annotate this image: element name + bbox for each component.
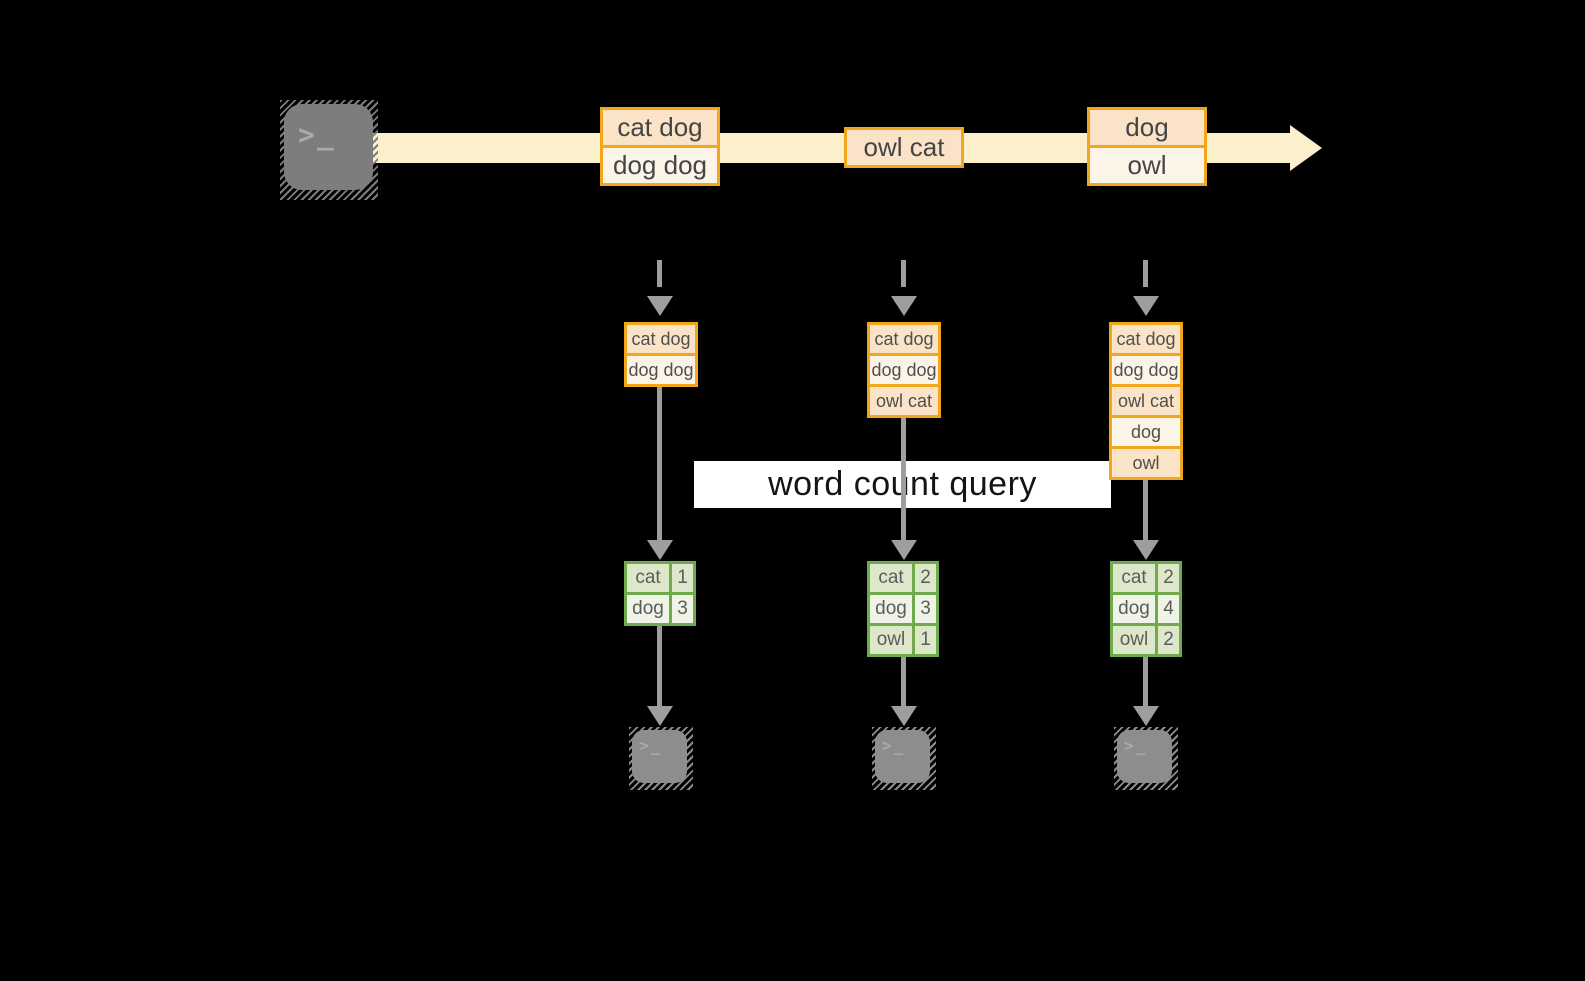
state-row: cat dog (1109, 322, 1183, 356)
sink-arrowhead-col1-icon (647, 706, 673, 726)
batch-row: owl cat (844, 127, 964, 168)
terminal-body (284, 104, 373, 190)
state-row: dog dog (1109, 353, 1183, 387)
dashed-arrowhead-col3-icon (1133, 296, 1159, 316)
dashed-arrowhead-col1-icon (647, 296, 673, 316)
result-row: owl 1 (867, 623, 939, 657)
state-row: dog dog (867, 353, 941, 387)
result-word: cat (867, 561, 915, 595)
result-word: owl (1110, 623, 1158, 657)
stream-batch-2: owl cat (844, 127, 964, 168)
result-count: 4 (1155, 592, 1182, 626)
dashed-arrow-col3 (1143, 260, 1148, 287)
sink-arrowhead-col3-icon (1133, 706, 1159, 726)
state-row: owl cat (867, 384, 941, 418)
sink-arrow-col1 (657, 626, 662, 706)
result-row: cat 2 (1110, 561, 1182, 595)
stream-batch-1: cat dog dog dog (600, 107, 720, 186)
batch-row: dog (1087, 107, 1207, 148)
result-count: 2 (912, 561, 939, 595)
result-table-t3: cat 2 dog 4 owl 2 (1110, 561, 1182, 657)
result-word: dog (867, 592, 915, 626)
result-row: dog 3 (624, 592, 696, 626)
result-row: dog 3 (867, 592, 939, 626)
state-stack-t3: cat dog dog dog owl cat dog owl (1109, 322, 1183, 480)
stream-batch-3: dog owl (1087, 107, 1207, 186)
result-count: 2 (1155, 561, 1182, 595)
query-arrowhead-col2-icon (891, 540, 917, 560)
state-stack-t1: cat dog dog dog (624, 322, 698, 387)
sink-terminal-icon-2: >_ (872, 727, 936, 790)
result-table-t2: cat 2 dog 3 owl 1 (867, 561, 939, 657)
result-count: 2 (1155, 623, 1182, 657)
sink-terminal-icon-1: >_ (629, 727, 693, 790)
terminal-prompt-glyph: >_ (639, 736, 663, 755)
sink-terminal-icon-3: >_ (1114, 727, 1178, 790)
sink-arrowhead-col2-icon (891, 706, 917, 726)
batch-row: owl (1087, 145, 1207, 186)
result-count: 1 (669, 561, 696, 595)
terminal-prompt-glyph: >_ (1124, 736, 1148, 755)
input-stream-arrowhead-icon (1290, 125, 1322, 171)
dashed-arrowhead-col2-icon (891, 296, 917, 316)
terminal-prompt-glyph: >_ (882, 736, 906, 755)
result-word: cat (1110, 561, 1158, 595)
result-row: owl 2 (1110, 623, 1182, 657)
result-word: dog (1110, 592, 1158, 626)
result-count: 3 (669, 592, 696, 626)
terminal-prompt-glyph: >_ (298, 118, 336, 151)
result-row: dog 4 (1110, 592, 1182, 626)
result-row: cat 1 (624, 561, 696, 595)
state-row: owl cat (1109, 384, 1183, 418)
result-word: cat (624, 561, 672, 595)
result-word: dog (624, 592, 672, 626)
query-arrowhead-col3-icon (1133, 540, 1159, 560)
query-arrowhead-col1-icon (647, 540, 673, 560)
result-word: owl (867, 623, 915, 657)
batch-row: dog dog (600, 145, 720, 186)
state-row: dog dog (624, 353, 698, 387)
result-count: 1 (912, 623, 939, 657)
state-row: cat dog (867, 322, 941, 356)
terminal-body (875, 730, 930, 783)
result-row: cat 2 (867, 561, 939, 595)
sink-arrow-col2 (901, 657, 906, 706)
result-table-t1: cat 1 dog 3 (624, 561, 696, 626)
batch-row: cat dog (600, 107, 720, 148)
state-stack-t2: cat dog dog dog owl cat (867, 322, 941, 418)
state-row: cat dog (624, 322, 698, 356)
query-arrow-col1 (657, 386, 662, 540)
result-count: 3 (912, 592, 939, 626)
dashed-arrow-col2 (901, 260, 906, 287)
query-arrow-col3 (1143, 479, 1148, 540)
source-terminal-icon: >_ (280, 100, 378, 200)
terminal-body (1117, 730, 1172, 783)
state-row: owl (1109, 446, 1183, 480)
state-row: dog (1109, 415, 1183, 449)
dashed-arrow-col1 (657, 260, 662, 287)
query-arrow-col2 (901, 417, 906, 540)
sink-arrow-col3 (1143, 657, 1148, 706)
terminal-body (632, 730, 687, 783)
